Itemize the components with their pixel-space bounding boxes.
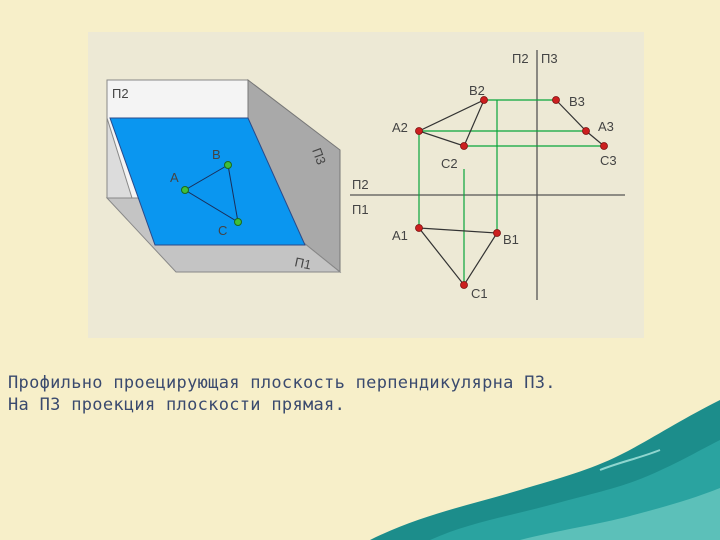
label-plane-p1-3d: П1 (293, 254, 312, 272)
label-axis-p3: П3 (541, 51, 558, 66)
label-c3: C3 (600, 153, 617, 168)
point-b-3d (224, 161, 232, 169)
point-b2 (480, 96, 488, 104)
label-c2: C2 (441, 156, 458, 171)
label-c1: C1 (471, 286, 488, 301)
point-b3 (552, 96, 560, 104)
label-plane-p3-3d: П3 (309, 146, 329, 167)
point-c-3d (234, 218, 242, 226)
three-d-box: П2 П3 П1 B A C (105, 78, 342, 274)
label-b2: B2 (469, 83, 485, 98)
point-a2 (415, 127, 423, 135)
label-a2: A2 (392, 120, 408, 135)
point-a3 (582, 127, 590, 135)
triangle-top-view (417, 227, 499, 287)
label-plane-p2-3d: П2 (112, 86, 129, 101)
label-axis-p2-left: П2 (352, 177, 369, 192)
point-a-3d (181, 186, 189, 194)
point-a1 (415, 224, 423, 232)
label-b3: B3 (569, 94, 585, 109)
label-axis-p1-left: П1 (352, 202, 369, 217)
label-b1: B1 (503, 232, 519, 247)
label-a1: A1 (392, 228, 408, 243)
label-point-b-3d: B (212, 147, 221, 162)
caption-line-1: Профильно проецирующая плоскость перпенд… (8, 373, 556, 393)
label-point-a-3d: A (170, 170, 179, 185)
caption: Профильно проецирующая плоскость перпенд… (8, 372, 712, 416)
decorative-waves (370, 400, 720, 540)
caption-line-2: На П3 проекция плоскости прямая. (8, 395, 346, 415)
point-c3 (600, 142, 608, 150)
triangle-front-view (417, 98, 486, 147)
orthographic-projections: П2 П3 П2 П1 B2 A2 C2 B3 A3 C3 A1 B1 C1 (350, 50, 625, 301)
label-axis-p2: П2 (512, 51, 529, 66)
point-c2 (460, 142, 468, 150)
wave-highlight (599, 449, 661, 471)
blue-profile-plane (109, 117, 306, 246)
point-b1 (493, 229, 501, 237)
label-point-c-3d: C (218, 223, 227, 238)
point-c1 (460, 281, 468, 289)
label-a3: A3 (598, 119, 614, 134)
wave-front (520, 488, 720, 540)
triangle-abc-3d (184, 164, 239, 223)
